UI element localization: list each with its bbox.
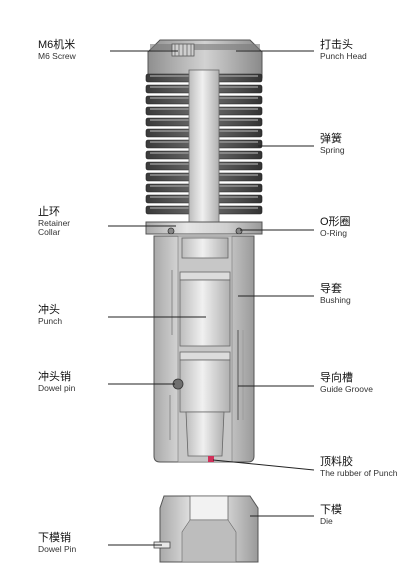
label-guide-groove: 导向槽 Guide Groove (320, 372, 373, 394)
label-punch-zh: 冲头 (38, 304, 60, 316)
label-retainer-collar: 止环 Retainer Collar (38, 206, 80, 238)
label-o-ring: O形圈 O-Ring (320, 216, 351, 238)
label-die-zh: 下模 (320, 504, 342, 516)
retainer-collar-part (145, 221, 263, 235)
label-m6-screw-zh: M6机米 (38, 39, 76, 51)
o-ring-part (235, 227, 243, 235)
label-bushing-en: Bushing (320, 294, 351, 305)
label-dowel-pin-en: Dowel pin (38, 382, 76, 393)
label-die: 下模 Die (320, 504, 342, 526)
rubber-part (208, 456, 214, 462)
label-o-ring-en: O-Ring (320, 227, 347, 238)
leader-lines (108, 50, 315, 546)
label-bushing: 导套 Bushing (320, 283, 351, 305)
label-punch-head-en: Punch Head (320, 50, 367, 61)
label-guide-groove-en: Guide Groove (320, 383, 373, 394)
label-rubber-zh: 顶料胶 (320, 456, 353, 468)
label-punch-en: Punch (38, 315, 63, 326)
label-punch-head: 打击头 Punch Head (320, 39, 367, 61)
label-punch-head-zh: 打击头 (320, 39, 353, 51)
label-rubber-en: The rubber of Punch (320, 467, 398, 478)
label-o-ring-zh: O形圈 (320, 216, 351, 228)
label-m6-screw-en: M6 Screw (38, 50, 76, 61)
label-retainer-collar-en: Retainer Collar (38, 217, 71, 238)
label-retainer-collar-zh: 止环 (38, 206, 60, 218)
label-bushing-zh: 导套 (320, 283, 342, 295)
punch-part (172, 237, 231, 462)
leader-rubber (212, 459, 315, 471)
label-guide-groove-zh: 导向槽 (320, 372, 353, 384)
label-punch: 冲头 Punch (38, 304, 62, 326)
label-dowel-pin: 冲头销 Dowel pin (38, 371, 75, 393)
punch-shaft (188, 69, 220, 231)
label-die-en: Die (320, 515, 333, 526)
label-die-dowel-pin-zh: 下模销 (38, 532, 71, 544)
label-die-dowel-pin-en: Dowel Pin (38, 543, 77, 554)
label-m6-screw: M6机米 M6 Screw (38, 39, 76, 61)
label-dowel-pin-zh: 冲头销 (38, 371, 71, 383)
label-rubber-of-punch: 顶料胶 The rubber of Punch (320, 456, 398, 478)
label-die-dowel-pin: 下模销 Dowel Pin (38, 532, 76, 554)
die-part (153, 495, 259, 563)
label-spring-zh: 弹簧 (320, 133, 342, 145)
label-spring: 弹簧 Spring (320, 133, 345, 155)
label-spring-en: Spring (320, 144, 345, 155)
